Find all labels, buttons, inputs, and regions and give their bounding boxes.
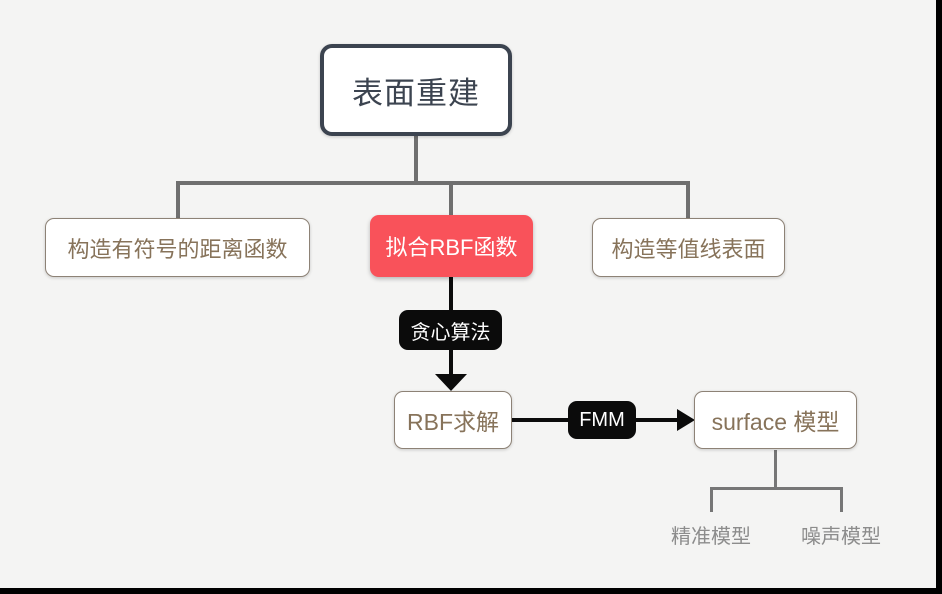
connector-level3-right-drop	[840, 487, 843, 512]
node-fit-rbf[interactable]: 拟合RBF函数	[370, 215, 533, 277]
node-isosurface-label: 构造等值线表面	[611, 236, 766, 262]
connector-level1-horizontal	[176, 181, 690, 185]
connector-level1-left-drop	[176, 181, 180, 219]
node-noise-model-label: 噪声模型	[801, 526, 881, 548]
edge-label-fmm[interactable]: FMM	[568, 401, 636, 439]
edge-label-fmm-text: FMM	[579, 408, 625, 431]
node-fit-rbf-label: 拟合RBF函数	[385, 235, 518, 260]
node-rbf-solve[interactable]: RBF求解	[394, 391, 512, 449]
frame-right-edge	[936, 0, 942, 594]
node-surface-model-label: surface 模型	[711, 409, 840, 435]
connector-root-vertical	[414, 135, 418, 183]
arrowhead-right-icon	[677, 409, 695, 431]
connector-surface-vertical	[774, 450, 777, 489]
node-rbf-solve-label: RBF求解	[407, 409, 499, 435]
node-signed-distance[interactable]: 构造有符号的距离函数	[45, 218, 310, 277]
node-isosurface[interactable]: 构造等值线表面	[592, 218, 785, 277]
node-surface-model[interactable]: surface 模型	[694, 391, 857, 449]
connector-level3-horizontal	[710, 487, 843, 490]
node-root[interactable]: 表面重建	[320, 44, 512, 136]
node-precise-model[interactable]: 精准模型	[651, 520, 771, 549]
arrowhead-down-icon	[435, 374, 467, 391]
edge-label-greedy[interactable]: 贪心算法	[399, 310, 502, 350]
frame-bottom-edge	[0, 588, 942, 594]
connector-level1-right-drop	[686, 181, 690, 219]
edge-label-greedy-text: 贪心算法	[410, 321, 491, 344]
node-signed-distance-label: 构造有符号的距离函数	[67, 236, 288, 262]
node-noise-model[interactable]: 噪声模型	[781, 520, 901, 549]
node-root-label: 表面重建	[352, 75, 480, 111]
connector-level1-middle-drop	[449, 181, 453, 216]
node-precise-model-label: 精准模型	[671, 526, 751, 548]
connector-level3-left-drop	[710, 487, 713, 512]
